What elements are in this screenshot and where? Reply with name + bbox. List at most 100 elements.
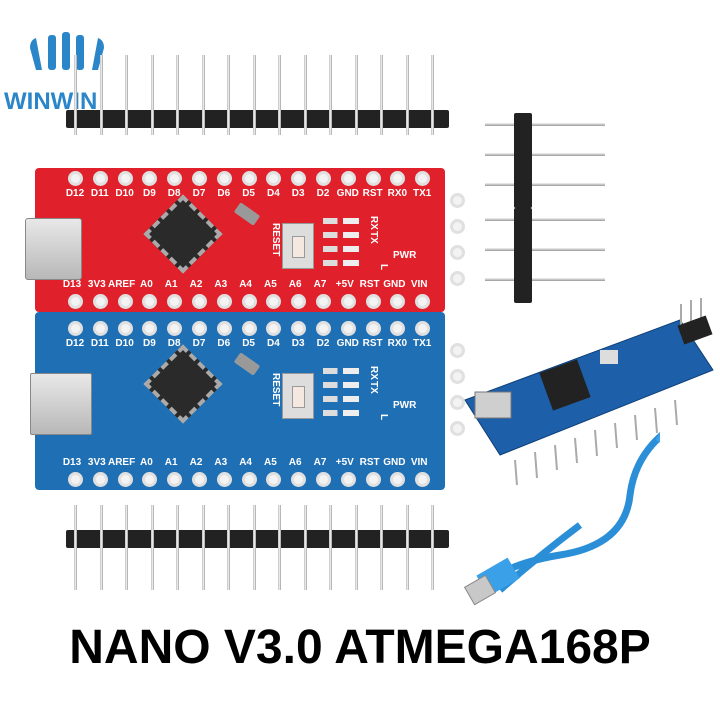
pin-hole [365, 472, 381, 487]
pin-hole [340, 171, 356, 186]
status-led [323, 396, 359, 402]
assembled-board [464, 298, 714, 486]
pin-hole [241, 171, 257, 186]
pin-hole [450, 421, 465, 436]
pin-label-top: GND [336, 188, 359, 199]
pin-label-top: D2 [316, 188, 330, 199]
pin-hole [216, 171, 232, 186]
led-label-rx: RX [368, 366, 379, 380]
pin-hole [142, 321, 158, 336]
header-plastic [514, 208, 532, 303]
led-label-pwr: PWR [393, 400, 417, 411]
pin-label-bottom: A5 [263, 279, 277, 290]
usb-cable-photo [463, 420, 660, 606]
pin-hole [316, 171, 331, 186]
pin-hole [291, 294, 307, 309]
pin-hole [390, 321, 406, 336]
pin-label-top: TX1 [413, 188, 432, 199]
header-pin [278, 505, 281, 590]
pin-label-top: D12 [65, 338, 85, 349]
pin-label-top: D9 [142, 338, 156, 349]
led-label-l: L [378, 414, 389, 421]
pin-hole [291, 472, 307, 487]
pin-label-bottom: A3 [214, 279, 228, 290]
pin-label-top: D5 [242, 338, 255, 349]
pin-hole [316, 472, 331, 487]
header-pin [431, 505, 434, 590]
pin-hole [92, 294, 108, 309]
pin-hole [365, 294, 381, 309]
header-pin [485, 123, 605, 126]
usb-connector [30, 373, 92, 435]
pin-hole [241, 294, 257, 309]
led-label-tx: TX [368, 381, 379, 394]
status-led [323, 218, 359, 224]
header-pin [227, 55, 230, 135]
pin-hole [216, 294, 232, 309]
reset-button [282, 223, 314, 269]
reset-label: RESET [270, 223, 281, 257]
header-pin [150, 505, 154, 590]
led-label-l: L [378, 264, 389, 271]
header-pin [485, 248, 605, 251]
header-pin [150, 55, 154, 135]
pin-label-top: D7 [192, 338, 206, 349]
pin-label-top: D4 [266, 188, 280, 199]
header-pin [380, 55, 383, 135]
pin-hole [216, 321, 232, 336]
pin-hole [450, 193, 465, 208]
pin-hole [92, 472, 108, 487]
header-plastic [66, 110, 449, 128]
header-pin [329, 505, 332, 590]
pin-label-bottom: A6 [288, 279, 302, 290]
header-pin [252, 505, 256, 590]
pin-hole [68, 472, 83, 487]
pin-hole [415, 294, 431, 309]
pin-label-top: D11 [90, 188, 109, 199]
header-pin [74, 505, 77, 590]
status-led [323, 382, 359, 388]
header-pin [354, 55, 358, 135]
pin-hole [192, 171, 207, 186]
header-pin [74, 55, 77, 135]
header-pin [405, 505, 409, 590]
pin-hole [450, 395, 465, 410]
pin-label-bottom: A0 [139, 279, 153, 290]
pin-hole [316, 294, 331, 309]
pin-label-top: RST [362, 188, 383, 199]
pin-hole [365, 171, 381, 186]
pin-label-bottom: +5V [335, 279, 354, 290]
header-pin [303, 55, 307, 135]
pin-hole [117, 294, 133, 309]
status-led [323, 246, 359, 252]
pin-label-bottom: GND [383, 279, 406, 290]
status-led [323, 232, 359, 238]
pin-label-top: D8 [167, 188, 181, 199]
header-pin [354, 505, 358, 590]
header-plastic [66, 530, 449, 548]
pin-label-top: D7 [192, 188, 206, 199]
pin-label-top: D6 [217, 188, 231, 199]
pin-label-bottom: VIN [410, 457, 428, 468]
pin-label-bottom: D13 [62, 457, 82, 468]
pin-hole [450, 369, 465, 384]
header-pin [125, 505, 128, 590]
led-label-tx: TX [368, 231, 379, 244]
pin-hole [241, 321, 257, 336]
pin-hole [415, 171, 431, 186]
assembled-nano-board-photo [464, 298, 714, 486]
pin-label-bottom: A7 [313, 279, 327, 290]
pin-hole [340, 472, 356, 487]
pin-hole [390, 294, 406, 309]
pin-hole [365, 321, 381, 336]
pin-label-top: RX0 [387, 188, 408, 199]
status-led [323, 410, 359, 416]
pin-hole [340, 294, 356, 309]
pin-label-bottom: D13 [62, 279, 82, 290]
pin-hole [167, 171, 183, 186]
pin-label-top: D3 [291, 338, 305, 349]
pin-hole [68, 294, 83, 309]
pin-label-bottom: A4 [239, 279, 252, 290]
red-nano-board [35, 168, 445, 312]
header-pin [201, 505, 205, 590]
